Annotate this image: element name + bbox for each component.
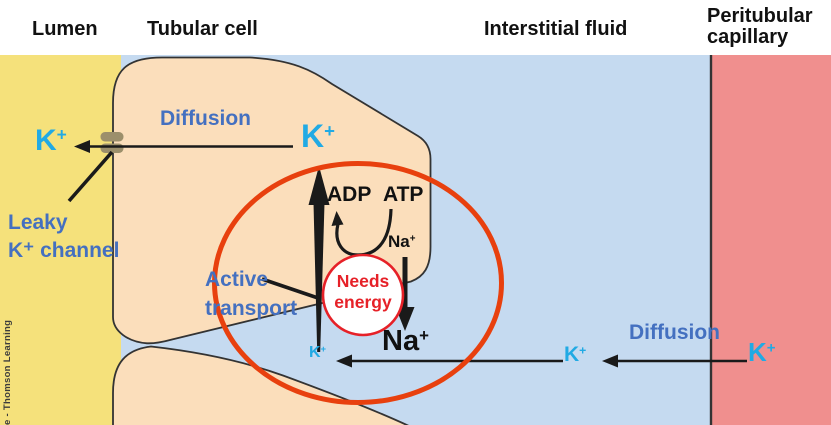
diffusion-top-label: Diffusion bbox=[160, 107, 251, 130]
leaky-channel-label: Leaky K⁺ channel bbox=[8, 209, 119, 265]
header-tubular-cell: Tubular cell bbox=[147, 18, 258, 40]
active-transport-label-line2: transport bbox=[205, 297, 298, 320]
header-peritubular-line1: Peritubular bbox=[707, 5, 813, 27]
na-ion-pumped-sup: + bbox=[419, 325, 429, 345]
na-ion-atp: Na+ bbox=[388, 232, 415, 252]
k-ion-pump-base: K bbox=[309, 344, 321, 362]
region-peritubular-capillary bbox=[711, 55, 831, 425]
k-ion-cell-sup: + bbox=[324, 119, 335, 141]
na-ion-pumped-base: Na bbox=[382, 325, 420, 357]
na-ion-pumped: Na+ bbox=[382, 325, 429, 358]
tubular-cell-lower bbox=[112, 345, 409, 425]
k-ion-cell: K+ bbox=[301, 118, 335, 155]
adp-label: ADP bbox=[327, 183, 372, 206]
leaky-channel-label-line2: K⁺ channel bbox=[8, 239, 120, 262]
na-ion-atp-sup: + bbox=[409, 233, 416, 245]
active-transport-pointer-line bbox=[261, 277, 319, 300]
header-lumen: Lumen bbox=[32, 18, 98, 40]
needs-energy-label: Needs energy bbox=[323, 271, 403, 313]
active-transport-label-line1: Active bbox=[205, 268, 269, 291]
leaky-channel-label-line1: Leaky bbox=[8, 211, 68, 234]
na-ion-atp-base: Na bbox=[388, 232, 410, 251]
active-transport-arrow-head bbox=[308, 166, 330, 205]
atp-adp-arrow-head bbox=[331, 211, 344, 226]
k-ion-interstitial: K+ bbox=[564, 343, 586, 367]
k-ion-capillary-sup: + bbox=[766, 339, 776, 357]
diffusion-right-label: Diffusion bbox=[629, 321, 720, 344]
k-uptake-arrow-head bbox=[336, 354, 352, 368]
atp-label: ATP bbox=[383, 183, 424, 206]
k-ion-capillary-base: K bbox=[748, 337, 767, 367]
diffusion-arrow-capillary-head bbox=[602, 354, 618, 368]
needs-energy-circle bbox=[321, 253, 405, 337]
k-ion-pump-sup: + bbox=[320, 344, 326, 354]
k-ion-lumen-base: K bbox=[35, 124, 57, 157]
k-ion-lumen: K+ bbox=[35, 124, 67, 158]
k-ion-lumen-sup: + bbox=[56, 124, 67, 145]
k-ion-interstitial-sup: + bbox=[579, 343, 587, 358]
watermark-credit: e - Thomson Learning bbox=[2, 319, 13, 425]
diffusion-arrow-lumen-head bbox=[74, 140, 90, 153]
needs-energy-line2: energy bbox=[334, 292, 392, 312]
region-lumen bbox=[0, 55, 121, 425]
k-ion-interstitial-base: K bbox=[564, 343, 580, 366]
active-transport-label: Active transport bbox=[205, 265, 297, 323]
header-peritubular-line2: capillary bbox=[707, 26, 789, 48]
needs-energy-line1: Needs bbox=[336, 271, 390, 291]
k-ion-capillary: K+ bbox=[748, 337, 776, 368]
leaky-channel-pointer-line bbox=[67, 150, 114, 203]
active-transport-arrow-shaft bbox=[313, 203, 325, 352]
highlight-ellipse bbox=[212, 161, 504, 405]
k-ion-pump: K+ bbox=[309, 344, 326, 362]
header-interstitial-fluid: Interstitial fluid bbox=[484, 18, 628, 40]
k-ion-cell-base: K bbox=[301, 118, 325, 154]
na-pump-arrow-head bbox=[395, 307, 415, 331]
header-peritubular-capillary: Peritubular capillary bbox=[707, 6, 813, 48]
